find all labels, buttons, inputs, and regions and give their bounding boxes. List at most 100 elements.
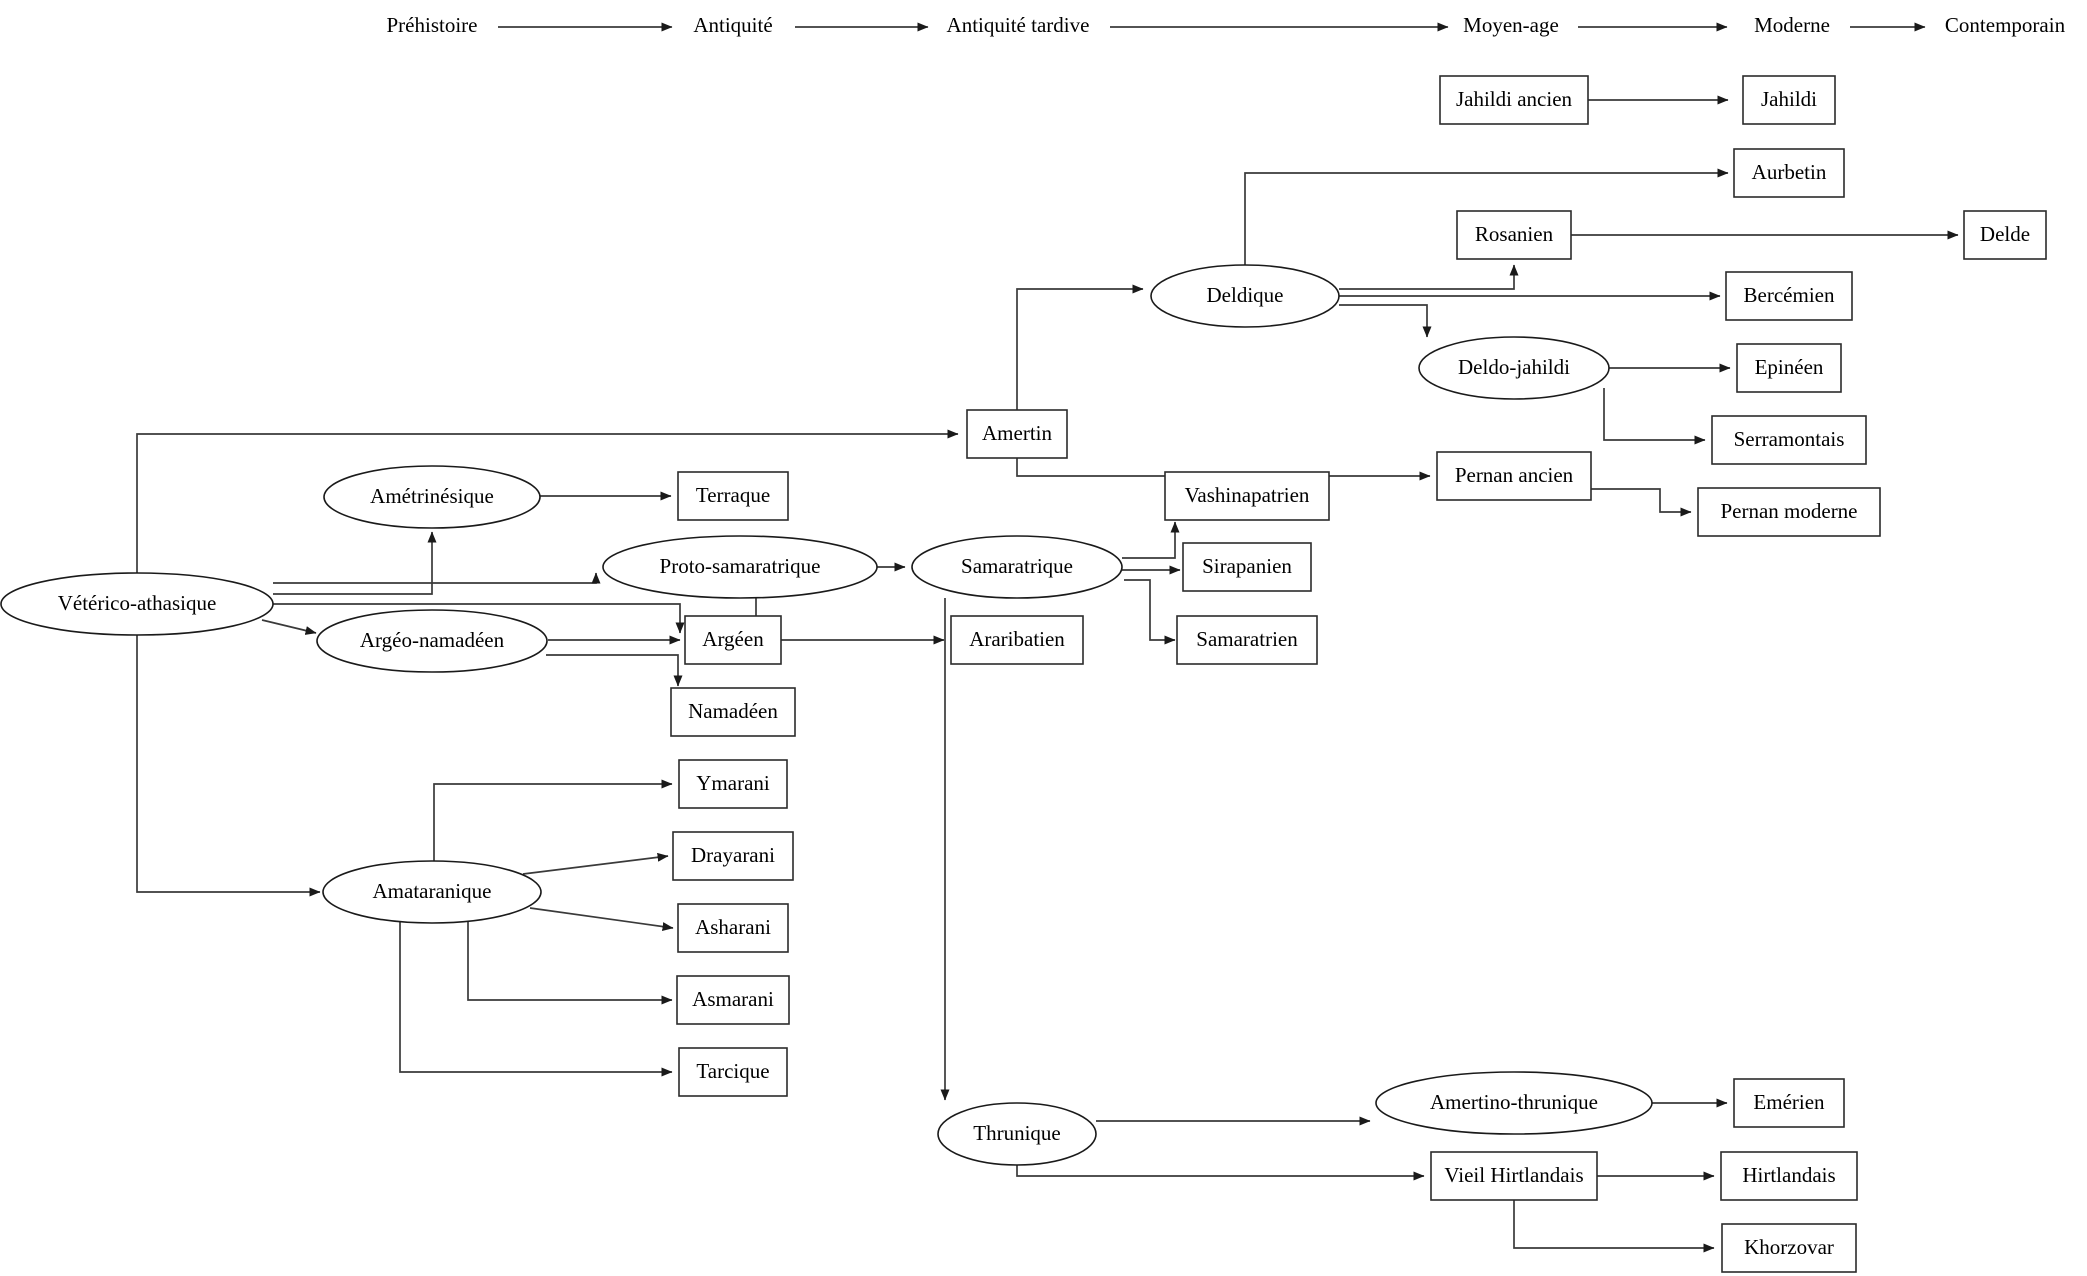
node-shape-box [677, 903, 789, 953]
node-argeo-namadeen[interactable]: Argéo-namadéen [316, 609, 548, 673]
node-khorzovar[interactable]: Khorzovar [1721, 1223, 1857, 1273]
edge-veterico-athasique-to-ametrinesique [273, 531, 437, 595]
node-shape-ellipse [602, 535, 878, 599]
node-asharani[interactable]: Asharani [677, 903, 789, 953]
node-shape-box [1736, 343, 1842, 393]
era-label-antiquit-: Antiquité [693, 13, 772, 37]
edge-veterico-athasique-to-amertin [136, 429, 959, 573]
node-shape-box [1721, 1223, 1857, 1273]
node-shape-box [1436, 451, 1592, 501]
node-shape-ellipse [0, 572, 274, 636]
node-tarcique[interactable]: Tarcique [678, 1047, 788, 1097]
node-shape-box [1439, 75, 1589, 125]
node-shape-ellipse [323, 465, 541, 529]
era-label-moyen-age: Moyen-age [1463, 13, 1559, 37]
edge-proto-samaratrique-to-araribatien [755, 598, 945, 645]
edge-veterico-athasique-to-argeen [273, 603, 685, 634]
node-vieil-hirtlandais[interactable]: Vieil Hirtlandais [1430, 1151, 1598, 1201]
node-shape-box [670, 687, 796, 737]
era-label-pr-histoire: Préhistoire [387, 13, 478, 37]
node-shape-ellipse [316, 609, 548, 673]
edge-layer [136, 95, 1959, 1253]
node-shape-box [950, 615, 1084, 665]
node-shape-box [678, 1047, 788, 1097]
node-shape-ellipse [1375, 1071, 1653, 1135]
edge-veterico-athasique-to-proto-samaratrique [273, 572, 601, 584]
node-bercemien[interactable]: Bercémien [1725, 271, 1853, 321]
node-samaratrien[interactable]: Samaratrien [1176, 615, 1318, 665]
node-pernan-ancien[interactable]: Pernan ancien [1436, 451, 1592, 501]
edge-deldo-jahildi-to-serramontais [1603, 388, 1706, 445]
node-shape-box [1720, 1151, 1858, 1201]
node-shape-box [1963, 210, 2047, 260]
node-shape-ellipse [1150, 264, 1340, 328]
node-hirtlandais[interactable]: Hirtlandais [1720, 1151, 1858, 1201]
node-shape-box [1176, 615, 1318, 665]
edge-amataranique-to-drayarani [522, 852, 669, 875]
node-shape-box [1456, 210, 1572, 260]
edge-deldique-to-aurbetin [1244, 168, 1729, 265]
node-shape-box [684, 615, 782, 665]
node-serramontais[interactable]: Serramontais [1711, 415, 1867, 465]
node-epineen[interactable]: Epinéen [1736, 343, 1842, 393]
node-shape-box [1430, 1151, 1598, 1201]
node-jahildi[interactable]: Jahildi [1742, 75, 1836, 125]
era-label-contemporain: Contemporain [1945, 13, 2066, 37]
node-thrunique[interactable]: Thrunique [937, 1102, 1097, 1166]
node-ametrinesique[interactable]: Amétrinésique [323, 465, 541, 529]
edge-vieil-hirtlandais-to-khorzovar [1513, 1200, 1715, 1253]
node-proto-samaratrique[interactable]: Proto-samaratrique [602, 535, 878, 599]
node-shape-box [1733, 148, 1845, 198]
node-veterico-athasique[interactable]: Vétérico-athasique [0, 572, 274, 636]
node-shape-box [1733, 1078, 1845, 1128]
timeline-layer: Préhistoire Antiquité Antiquité tardive Moy… [387, 13, 2066, 37]
node-shape-box [1164, 471, 1330, 521]
node-amataranique[interactable]: Amataranique [322, 860, 542, 924]
node-sirapanien[interactable]: Sirapanien [1182, 542, 1312, 592]
node-shape-ellipse [322, 860, 542, 924]
edge-amataranique-to-asharani [529, 907, 674, 932]
era-label-antiquit-tardive: Antiquité tardive [947, 13, 1090, 37]
node-deldo-jahildi[interactable]: Deldo-jahildi [1418, 336, 1610, 400]
edge-amataranique-to-tarcique [399, 920, 673, 1077]
node-shape-box [1742, 75, 1836, 125]
node-argeen[interactable]: Argéen [684, 615, 782, 665]
node-shape-ellipse [1418, 336, 1610, 400]
node-araribatien[interactable]: Araribatien [950, 615, 1084, 665]
node-shape-box [672, 831, 794, 881]
node-terraque[interactable]: Terraque [677, 471, 789, 521]
node-shape-box [966, 409, 1068, 459]
edge-amertin-to-deldique [1016, 284, 1144, 458]
edge-pernan-ancien-to-pernan-moderne [1591, 488, 1692, 517]
node-shape-box [678, 759, 788, 809]
node-drayarani[interactable]: Drayarani [672, 831, 794, 881]
node-shape-box [1182, 542, 1312, 592]
edge-samaratrique-to-vashinapatrien [1122, 521, 1180, 559]
edge-amataranique-to-ymarani [433, 779, 673, 862]
node-samaratrique[interactable]: Samaratrique [911, 535, 1123, 599]
node-amertin[interactable]: Amertin [966, 409, 1068, 459]
node-namadeen[interactable]: Namadéen [670, 687, 796, 737]
node-ymarani[interactable]: Ymarani [678, 759, 788, 809]
node-emerien[interactable]: Emérien [1733, 1078, 1845, 1128]
node-shape-box [1725, 271, 1853, 321]
node-deldique[interactable]: Deldique [1150, 264, 1340, 328]
node-aurbetin[interactable]: Aurbetin [1733, 148, 1845, 198]
node-amertino-thrunique[interactable]: Amertino-thrunique [1375, 1071, 1653, 1135]
node-shape-box [1697, 487, 1881, 537]
node-jahildi-ancien[interactable]: Jahildi ancien [1439, 75, 1589, 125]
era-label-moderne: Moderne [1754, 13, 1830, 37]
node-vashinapatrien[interactable]: Vashinapatrien [1164, 471, 1330, 521]
edge-amataranique-to-asmarani [467, 922, 673, 1005]
node-shape-box [676, 975, 790, 1025]
edge-samaratrique-to-samaratrien [1124, 579, 1176, 645]
node-rosanien[interactable]: Rosanien [1456, 210, 1572, 260]
node-pernan-moderne[interactable]: Pernan moderne [1697, 487, 1881, 537]
edge-deldique-to-deldo-jahildi [1339, 304, 1432, 338]
node-delde[interactable]: Delde [1963, 210, 2047, 260]
edge-argeo-namadeen-to-namadeen [546, 654, 683, 687]
node-asmarani[interactable]: Asmarani [676, 975, 790, 1025]
